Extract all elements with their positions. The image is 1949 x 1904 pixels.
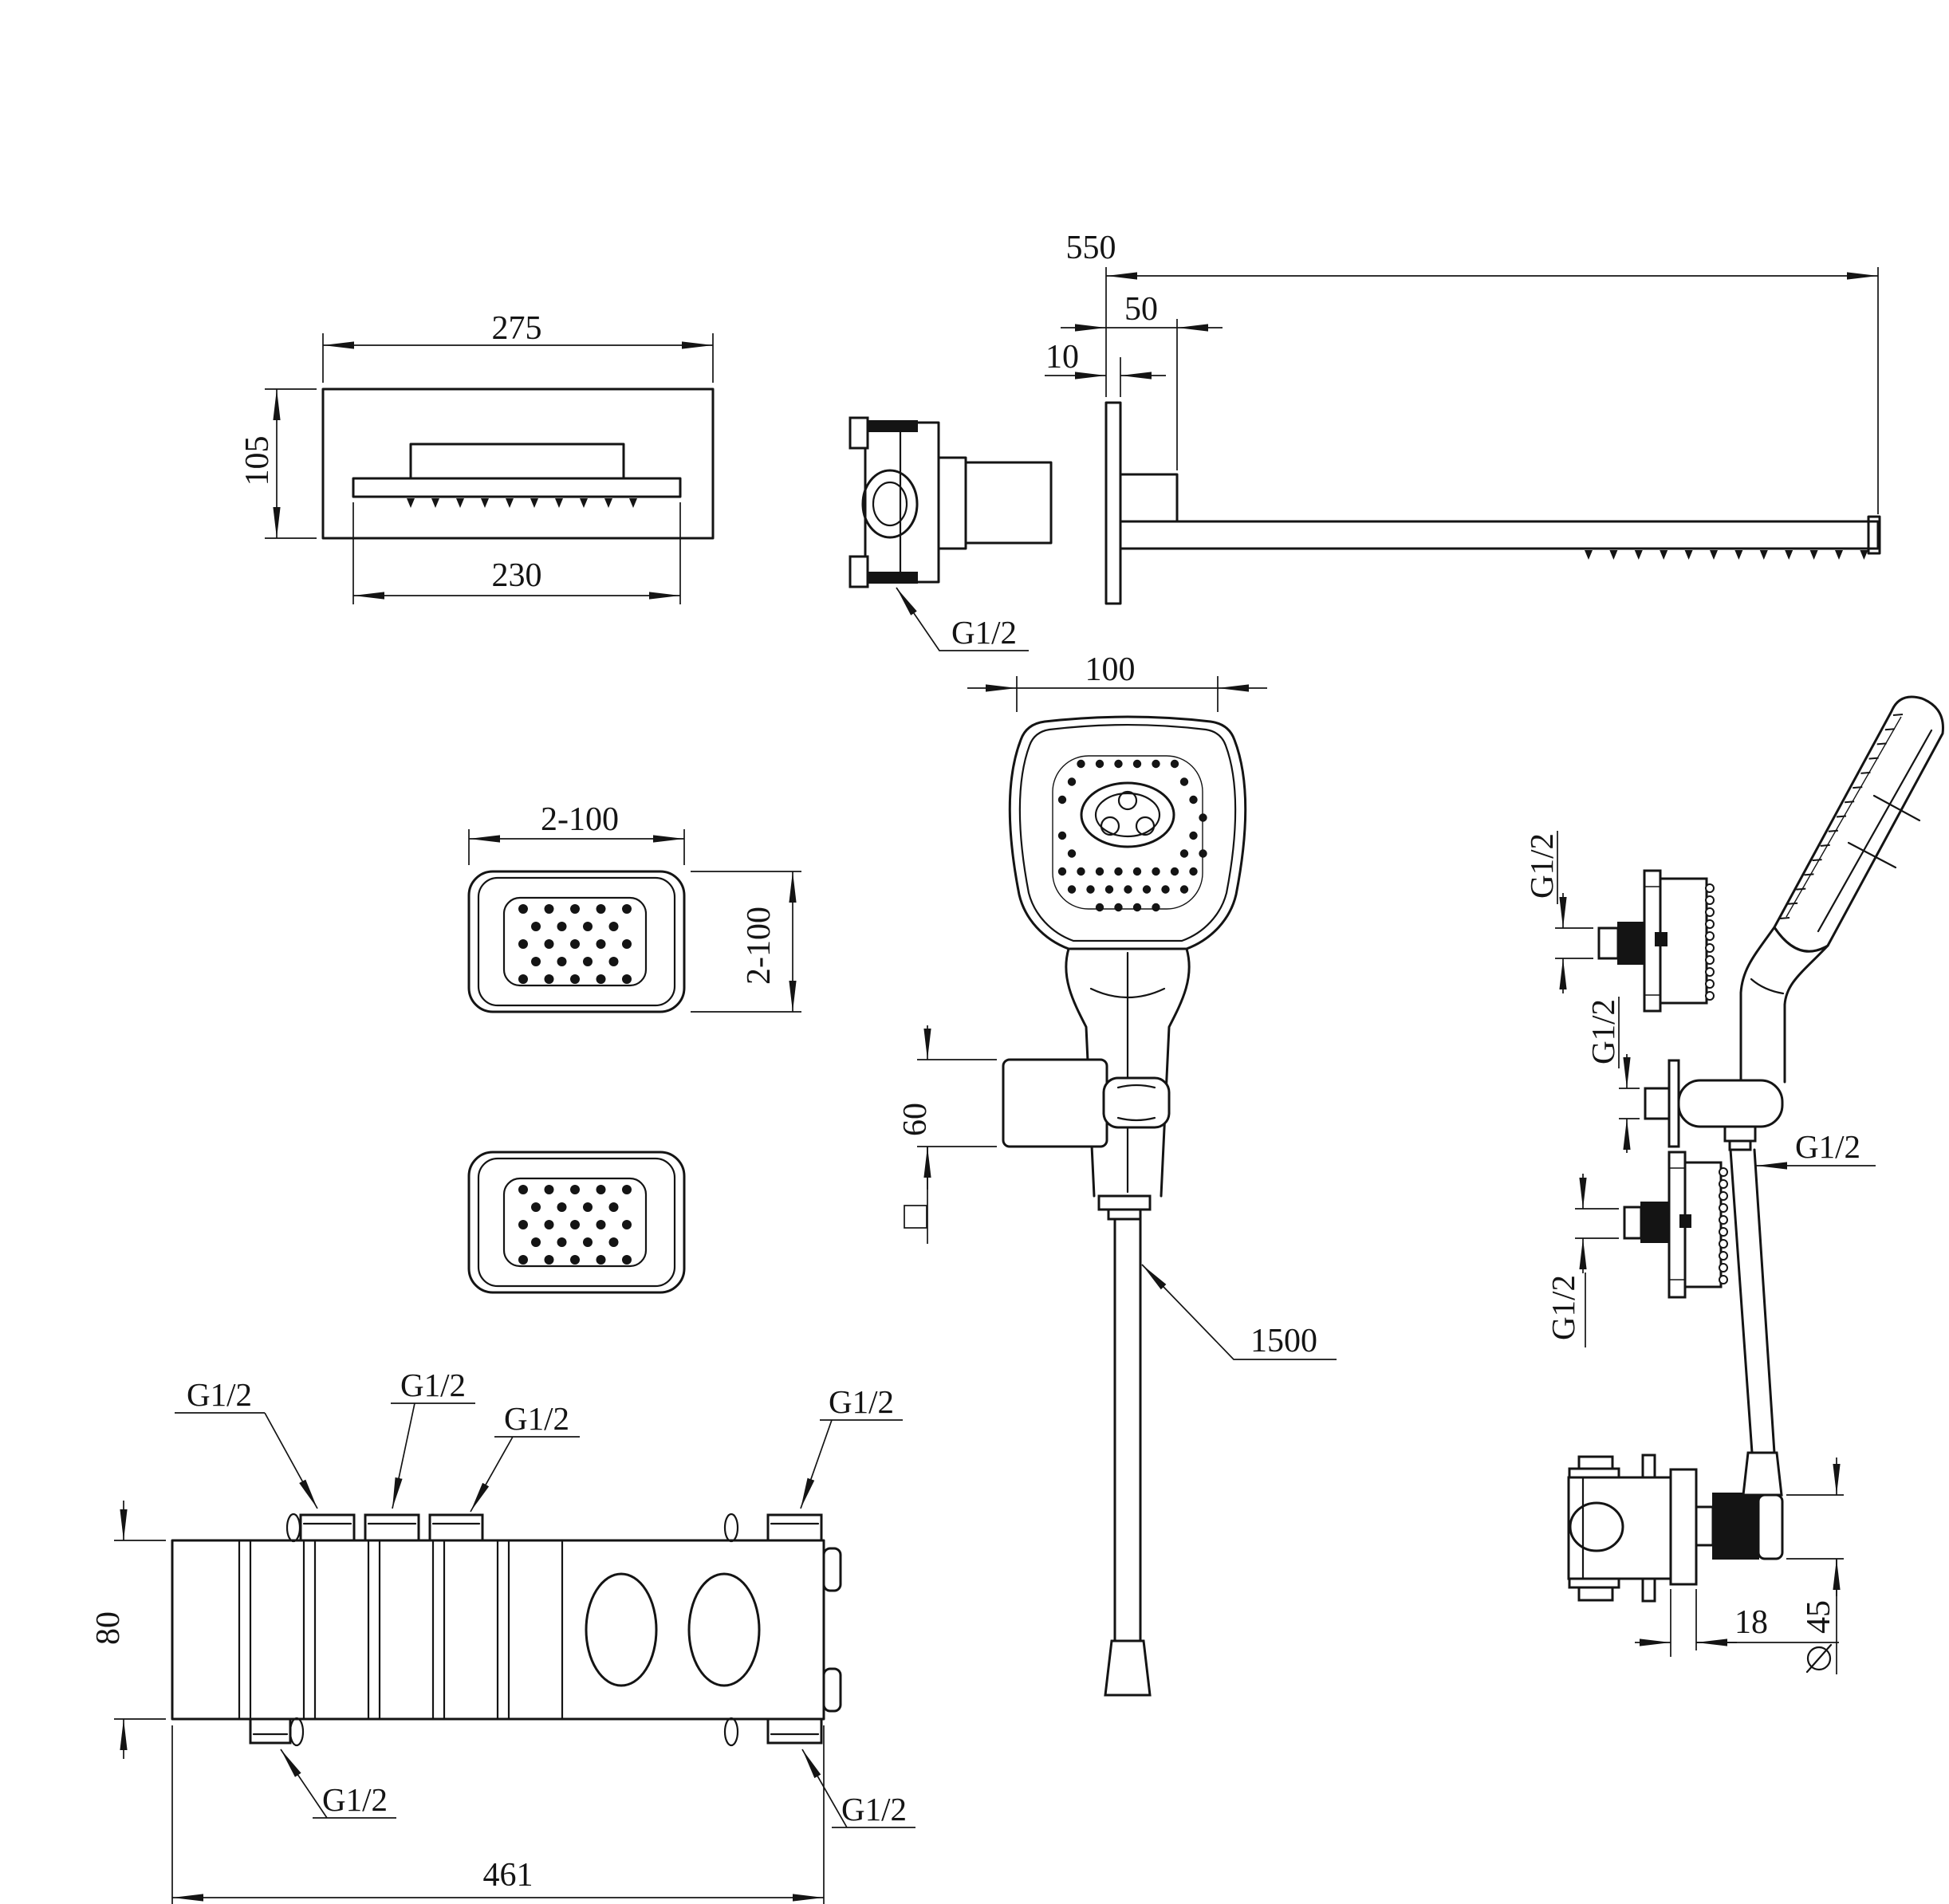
body-jet-2: [467, 1151, 686, 1294]
view-body-jets-front: 2-100 2-100: [467, 801, 801, 1294]
dim-hand-shower-width: 100: [1085, 651, 1136, 688]
label-bracket-thread: G1/2: [1585, 999, 1621, 1064]
outlet-valve-side: [1567, 1451, 1784, 1603]
dim-arm-length: 550: [1066, 230, 1116, 266]
label-port-bottom-right: G1/2: [841, 1791, 907, 1827]
dim-knob-diameter: 45: [1801, 1600, 1837, 1634]
view-hand-shower-front: 100 60 1500: [897, 651, 1337, 1697]
label-jet2-thread: G1/2: [1545, 1275, 1581, 1340]
waterfall-arm-nozzles: [1585, 550, 1868, 560]
body-jet-1-side: [1597, 869, 1715, 1013]
jet-side-nozzles: [1719, 1167, 1728, 1284]
square-symbol: [904, 1205, 927, 1229]
dim-head-height: 105: [239, 436, 276, 486]
label-inlet-thread: G1/2: [951, 614, 1017, 651]
view-mixer-front: G1/2 G1/2 G1/2 G1/2 G1/2 G1/2 80 461: [90, 1367, 915, 1904]
jet-spray-holes: [518, 904, 632, 984]
mixer-bottom-ports: [249, 1717, 823, 1747]
hand-shower-spray-holes: [1057, 759, 1207, 912]
label-port-top-1: G1/2: [187, 1376, 252, 1413]
label-jet1-thread: G1/2: [1523, 833, 1560, 899]
dim-mixer-height: 80: [90, 1611, 127, 1645]
label-port-top-2: G1/2: [400, 1367, 466, 1403]
label-port-top-3: G1/2: [504, 1400, 569, 1437]
dim-plate-depth: 18: [1734, 1604, 1768, 1641]
dim-head-width: 275: [492, 310, 542, 347]
dim-bracket-size: 60: [897, 1103, 934, 1136]
view-waterfall-head-side: 550 50 10 G1/2: [849, 230, 1881, 651]
hand-shower-side-hatch: [1779, 714, 1904, 919]
dim-mount-offset: 50: [1124, 291, 1158, 328]
label-hose-thread: G1/2: [1795, 1128, 1860, 1165]
mixer-top-ports: [285, 1513, 823, 1543]
dim-hose-length: 1500: [1250, 1323, 1317, 1359]
body-jet-2-side: [1623, 1151, 1728, 1299]
dim-jet-width: 2-100: [541, 801, 619, 838]
dim-plate-thickness: 10: [1045, 339, 1079, 376]
dim-jet-height: 2-100: [741, 907, 778, 985]
jet-side-nozzles: [1705, 883, 1715, 1001]
dim-spout-width: 230: [492, 557, 542, 594]
diameter-symbol: [1805, 1643, 1833, 1674]
label-port-top-right: G1/2: [829, 1383, 894, 1420]
view-side-assembly: G1/2 G1/2 G1/2 G1/2 18 45: [1523, 695, 1944, 1674]
label-port-bottom-left: G1/2: [322, 1781, 388, 1818]
waterfall-nozzles: [407, 498, 637, 508]
dim-mixer-length: 461: [483, 1857, 534, 1894]
view-waterfall-head-front: 275 105 230: [239, 310, 715, 604]
jet-spray-holes: [518, 1185, 632, 1265]
body-jet-1: [467, 870, 686, 1013]
